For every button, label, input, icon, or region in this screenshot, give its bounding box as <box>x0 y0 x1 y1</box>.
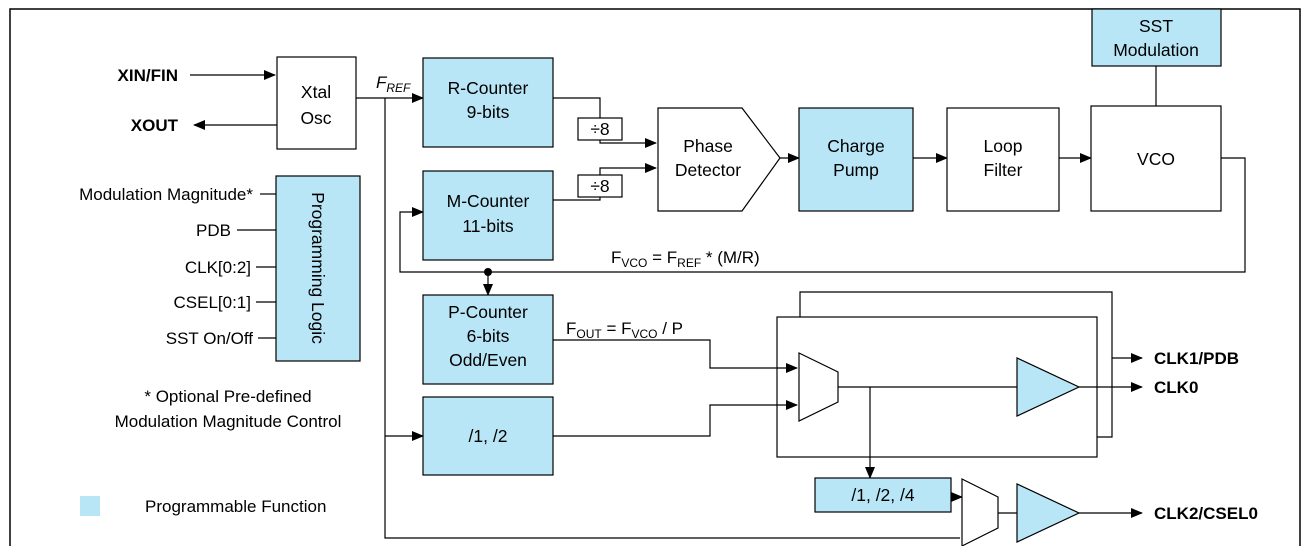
legend-label: Programmable Function <box>145 497 326 516</box>
xtal-label-2: Osc <box>300 108 331 128</box>
charge-pump-block <box>798 107 914 212</box>
equation-part: = F <box>647 248 677 267</box>
xtal-osc-block <box>276 56 357 150</box>
xout-label: XOUT <box>131 116 179 135</box>
clk2-buffer <box>1016 483 1081 543</box>
div8-bottom-label: ÷8 <box>590 176 609 196</box>
loop-filter-label-2: Filter <box>984 160 1023 180</box>
div12-block <box>422 396 554 476</box>
clk2-mux <box>961 478 999 546</box>
equation-part: = F <box>602 319 632 338</box>
m-counter-label-2: 11-bits <box>462 216 513 236</box>
pcounter-to-mux <box>545 339 798 373</box>
clk1-label: CLK1/PDB <box>1154 349 1239 368</box>
sst-label-2: Modulation <box>1113 40 1199 60</box>
vco-block <box>1090 105 1222 212</box>
div8top-to-pd <box>599 138 657 148</box>
equation-part: F <box>611 248 621 267</box>
prog-input-pdb: PDB <box>196 221 231 240</box>
xtal-label-1: Xtal <box>301 82 331 102</box>
div8-bottom-box <box>577 174 623 198</box>
equation-part: F <box>566 319 576 338</box>
fref-label: FREF <box>376 73 411 95</box>
programming-logic-block <box>275 175 361 362</box>
loop-filter-label-1: Loop <box>984 136 1023 156</box>
r-counter-label-1: R-Counter <box>448 78 529 98</box>
phase-detector-label-1: Phase <box>683 136 733 156</box>
vco-label: VCO <box>1137 149 1175 169</box>
p-counter-label-2: 6-bits <box>467 326 510 346</box>
footnote-line-2: Modulation Magnitude Control <box>115 412 342 431</box>
r-counter-block <box>422 57 554 148</box>
charge-pump-label-1: Charge <box>827 136 884 156</box>
vco-feedback <box>399 157 1246 273</box>
div124-block <box>814 477 952 513</box>
equation-part: / P <box>658 319 684 338</box>
div12-to-mux <box>553 400 798 437</box>
diagram-frame <box>9 8 1301 546</box>
p-counter-block <box>422 294 554 385</box>
prog-input-sst: SST On/Off <box>166 329 254 348</box>
output-mux <box>798 352 839 422</box>
div8-top-box <box>577 117 623 141</box>
charge-pump-label-2: Pump <box>833 160 879 180</box>
prog-input-csel: CSEL[0:1] <box>174 293 252 312</box>
p-counter-label-3: Odd/Even <box>449 350 527 370</box>
fvco-equation: FVCO = FREF * (M/R) <box>611 248 760 270</box>
enclosure-return <box>1097 358 1113 438</box>
r-to-div8 <box>553 97 601 118</box>
m-counter-block <box>422 170 554 261</box>
footnote-line-1: * Optional Pre-defined <box>144 387 311 406</box>
clk1-path <box>799 291 1143 363</box>
div124-label: /1, /2, /4 <box>851 485 914 505</box>
xin-label: XIN/FIN <box>118 66 178 85</box>
div8-top-label: ÷8 <box>590 119 609 139</box>
phase-detector-block <box>657 107 781 212</box>
prog-input-clk: CLK[0:2] <box>185 258 251 277</box>
r-counter-label-2: 9-bits <box>467 102 510 122</box>
prog-input-modulation: Modulation Magnitude* <box>79 185 253 204</box>
clk2-label: CLK2/CSEL0 <box>1154 504 1258 523</box>
clk0-buffer <box>1016 357 1081 417</box>
wires <box>190 66 1246 539</box>
equation-part: VCO <box>621 256 647 270</box>
programming-logic-label: Programming Logic <box>308 192 328 344</box>
equation-part: REF <box>677 256 701 270</box>
equation-part: * (M/R) <box>701 248 760 267</box>
phase-detector-label-2: Detector <box>675 160 741 180</box>
legend-swatch <box>80 496 100 516</box>
equation-part: VCO <box>632 327 658 341</box>
div8bot-to-pd <box>599 163 657 176</box>
sst-modulation-block <box>1091 8 1222 67</box>
clk0-label: CLK0 <box>1154 378 1198 397</box>
div12-label: /1, /2 <box>469 426 508 446</box>
junction-dot <box>484 268 492 276</box>
fout-equation: FOUT = FVCO / P <box>566 319 683 341</box>
loop-filter-block <box>946 107 1060 212</box>
sst-label-1: SST <box>1139 16 1173 36</box>
equation-part: OUT <box>576 327 602 341</box>
fref-bus <box>384 98 960 539</box>
m-counter-label-1: M-Counter <box>447 191 530 211</box>
p-counter-label-1: P-Counter <box>448 302 528 322</box>
